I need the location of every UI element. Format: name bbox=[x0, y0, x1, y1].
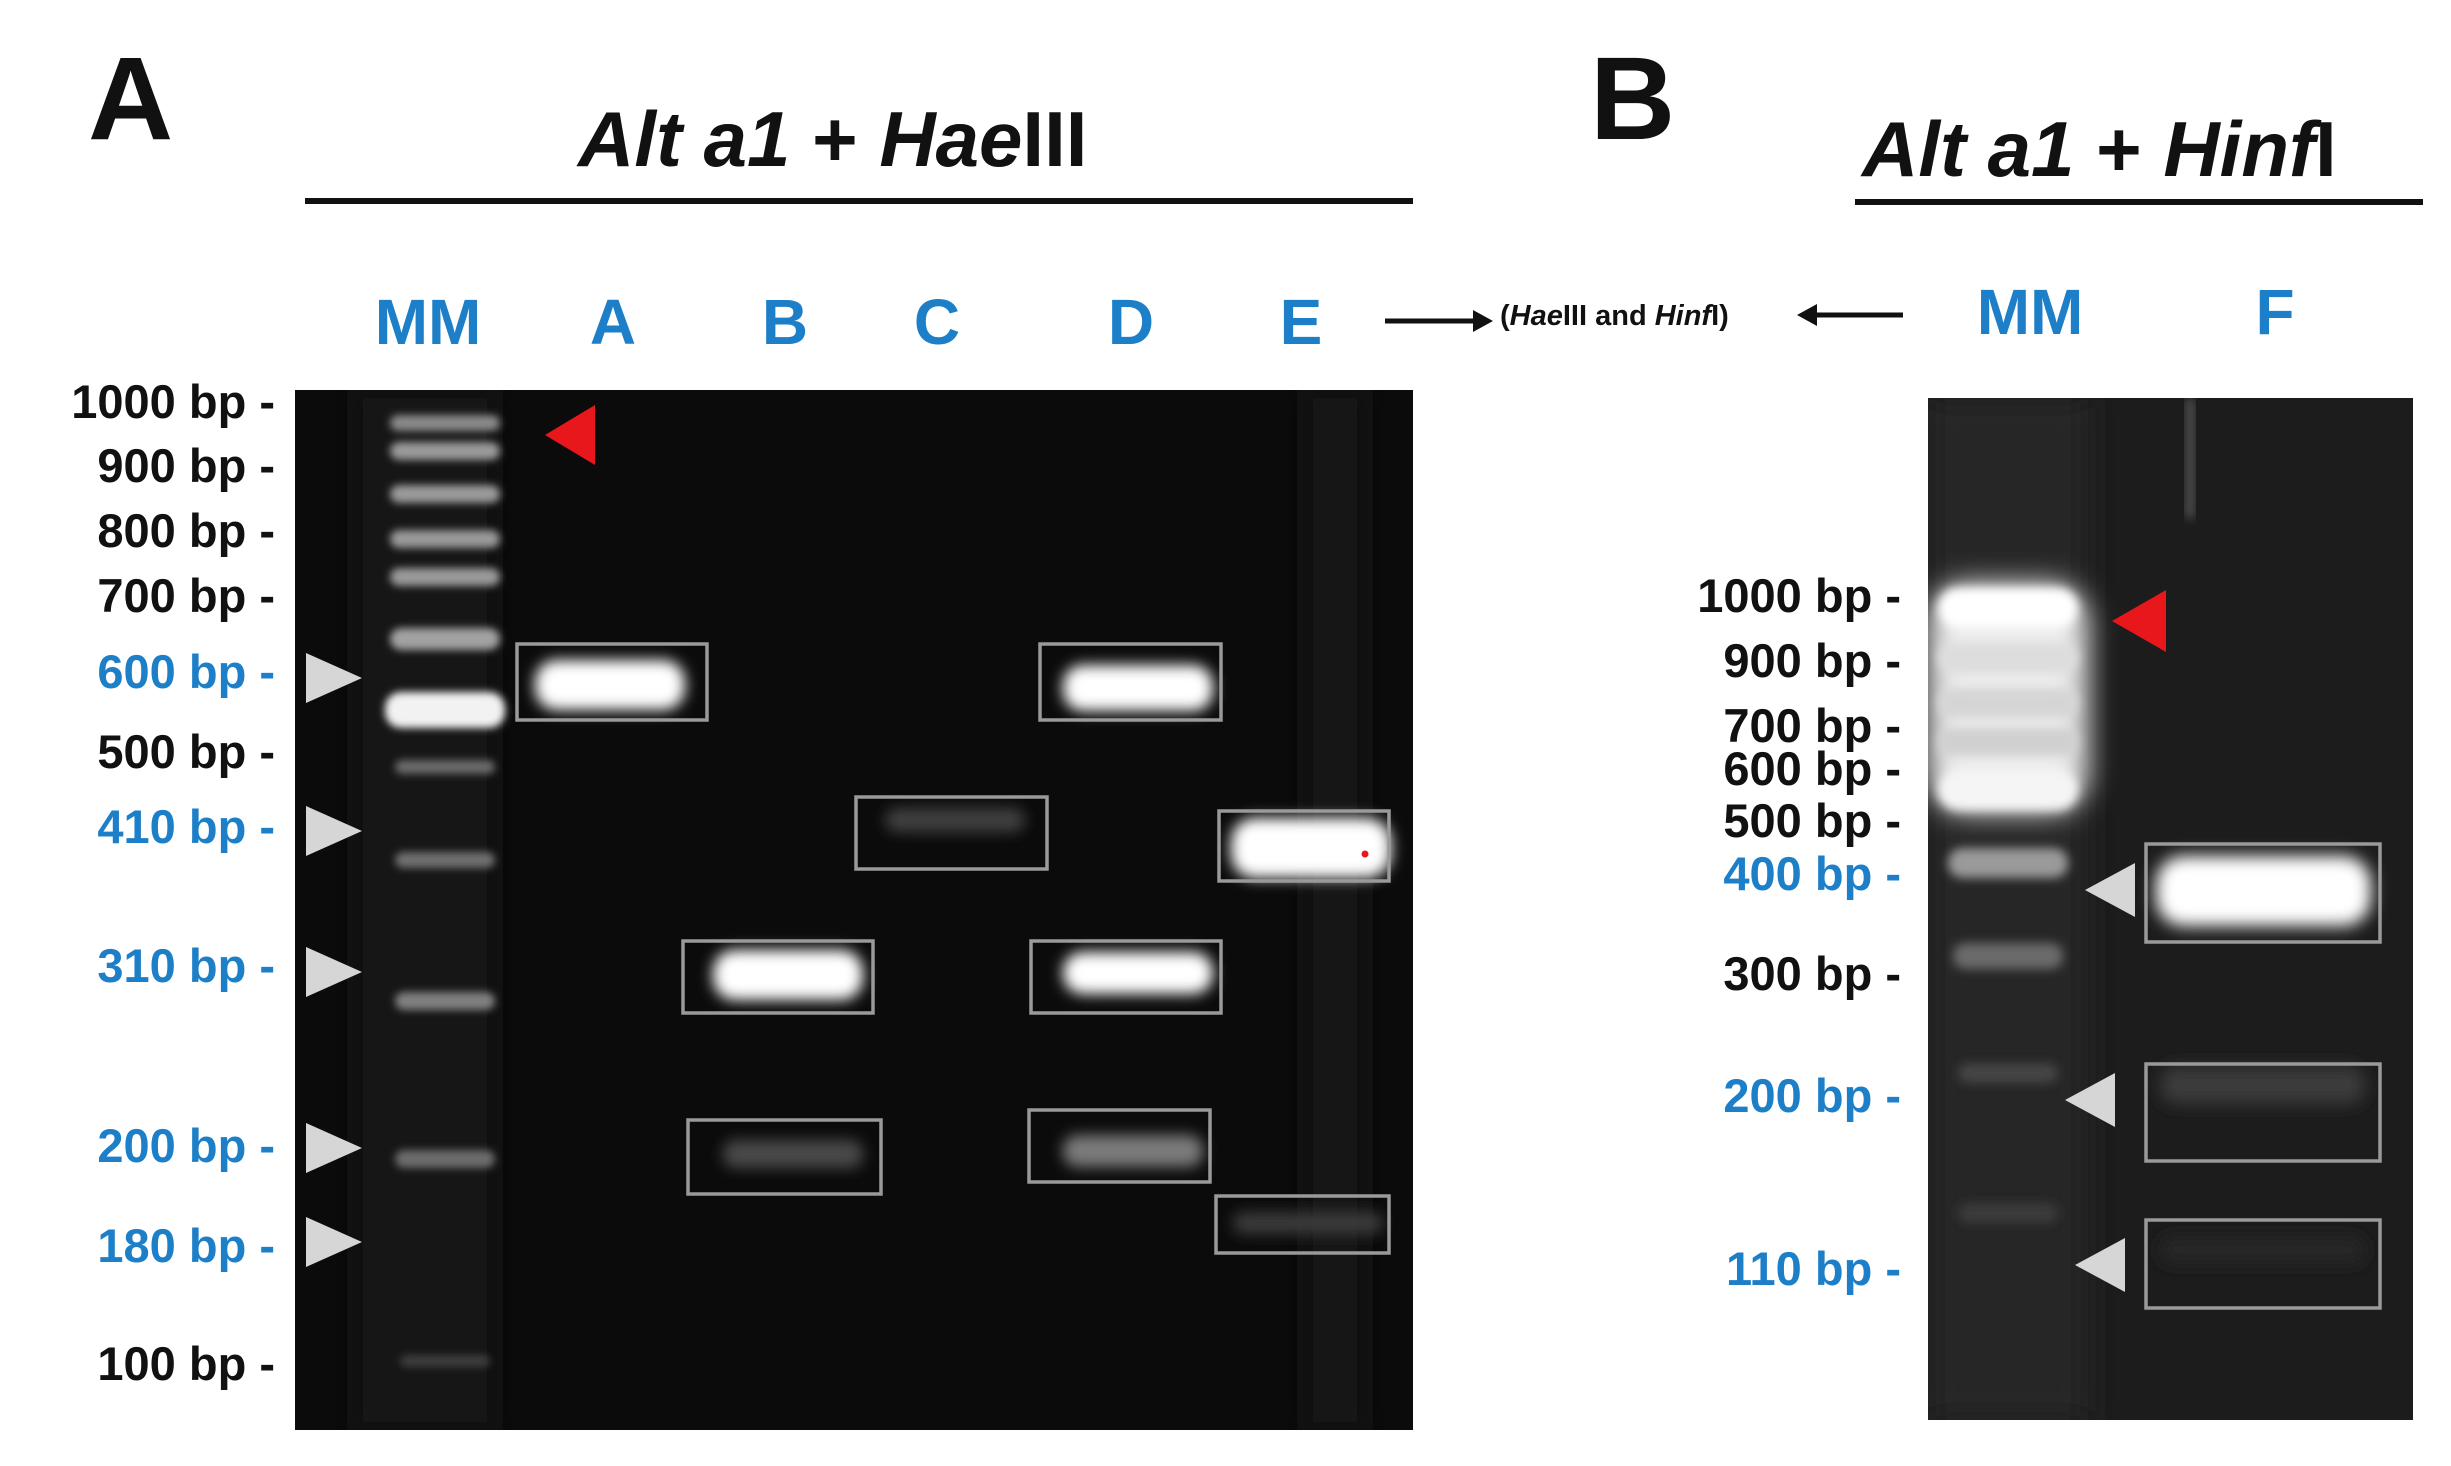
note-enzyme1-suffix: III bbox=[1562, 300, 1588, 332]
panel-a-title: Alt a1 + HaeIII bbox=[578, 100, 1087, 178]
gel-image-b bbox=[1928, 398, 2413, 1420]
band-lane-d-200 bbox=[1063, 1135, 1203, 1167]
box-lane-b-200 bbox=[686, 1118, 883, 1196]
band-lane-f-200 bbox=[2160, 1066, 2365, 1104]
panel-a-title-gene: Alt a1 bbox=[578, 95, 791, 183]
panel-b-title: Alt a1 + HinfI bbox=[1862, 110, 2337, 188]
marker-a-100: 100 bp - bbox=[97, 1337, 275, 1390]
band-lane-c-410 bbox=[885, 808, 1025, 832]
gel-image-a bbox=[295, 390, 1413, 1430]
band-lane-e-410 bbox=[1231, 818, 1391, 878]
white-arrow-a-600 bbox=[306, 653, 362, 703]
lane-label-mm-b: MM bbox=[1976, 276, 2084, 348]
lane-label-f: F bbox=[2255, 276, 2295, 348]
lane-label-d: D bbox=[1107, 286, 1155, 358]
band-boxes-a bbox=[515, 642, 1391, 1255]
panel-b-title-enzyme-suffix: I bbox=[2314, 105, 2337, 193]
panel-a-title-enzyme: Hae bbox=[879, 95, 1023, 183]
marker-a-600: 600 bp - bbox=[97, 645, 275, 698]
band-lane-f-400 bbox=[2156, 856, 2371, 926]
red-arrow-a bbox=[545, 405, 595, 465]
white-arrow-a-180 bbox=[306, 1217, 362, 1267]
white-arrow-b-400 bbox=[2085, 863, 2135, 917]
marker-a-800: 800 bp - bbox=[97, 504, 275, 557]
box-lane-e-410 bbox=[1217, 809, 1391, 883]
note-enzyme2-suffix: I bbox=[1711, 300, 1720, 332]
panel-a-title-enzyme-suffix: III bbox=[1022, 95, 1088, 183]
white-arrow-a-200 bbox=[306, 1123, 362, 1173]
band-lane-b-310 bbox=[713, 950, 863, 1000]
marker-b-700: 700 bp - bbox=[1723, 699, 1901, 752]
box-lane-a-600 bbox=[515, 642, 709, 722]
lane-label-b: B bbox=[761, 286, 809, 358]
panel-a-title-plus: + bbox=[790, 95, 880, 183]
marker-a-900: 900 bp - bbox=[97, 439, 275, 492]
panel-b-letter: B bbox=[1590, 33, 1676, 165]
ladder-b bbox=[1928, 583, 2088, 1223]
marker-a-410: 410 bp - bbox=[97, 800, 275, 853]
box-lane-d-310 bbox=[1029, 939, 1223, 1015]
note-enzyme2: Hinf bbox=[1654, 300, 1712, 332]
arrow-right-icon bbox=[1385, 310, 1493, 332]
band-lane-d-600 bbox=[1063, 665, 1213, 711]
marker-a-310: 310 bp - bbox=[97, 939, 275, 992]
panel-a-letter: A bbox=[88, 33, 174, 165]
band-lane-f-110 bbox=[2160, 1236, 2365, 1264]
white-arrow-a-310 bbox=[306, 947, 362, 997]
box-lane-f-400 bbox=[2144, 842, 2382, 944]
band-lane-d-310 bbox=[1063, 952, 1213, 994]
box-lane-d-200 bbox=[1027, 1108, 1212, 1184]
marker-b-600: 600 bp - bbox=[1723, 742, 1901, 795]
marker-a-180: 180 bp - bbox=[97, 1219, 275, 1272]
box-lane-f-110 bbox=[2144, 1218, 2382, 1310]
marker-a-700: 700 bp - bbox=[97, 569, 275, 622]
marker-b-500: 500 bp - bbox=[1723, 794, 1901, 847]
panel-b-title-plus: + bbox=[2074, 105, 2164, 193]
note-open: ( bbox=[1500, 300, 1510, 332]
white-arrow-b-200 bbox=[2065, 1073, 2115, 1127]
panel-b-title-enzyme: Hinf bbox=[2163, 105, 2315, 193]
enzyme-note: (HaeIII and HinfI) bbox=[1500, 302, 1729, 331]
band-lane-a-600 bbox=[535, 660, 685, 710]
note-close: ) bbox=[1719, 300, 1729, 332]
arrow-left-icon bbox=[1797, 304, 1903, 326]
box-lane-d-600 bbox=[1038, 642, 1223, 722]
marker-a-200: 200 bp - bbox=[97, 1119, 275, 1172]
box-lane-c-410 bbox=[854, 795, 1049, 871]
panel-a-title-rule bbox=[305, 198, 1413, 204]
marker-b-900: 900 bp - bbox=[1723, 634, 1901, 687]
marker-b-110: 110 bp - bbox=[1725, 1242, 1901, 1295]
red-speck bbox=[1361, 850, 1369, 858]
box-lane-e-180 bbox=[1214, 1194, 1391, 1255]
lane-label-a: A bbox=[589, 286, 637, 358]
band-lane-b-200 bbox=[723, 1140, 863, 1168]
note-and: and bbox=[1587, 300, 1655, 332]
lane-label-e: E bbox=[1279, 286, 1323, 358]
white-arrow-a-410 bbox=[306, 806, 362, 856]
note-enzyme1: Hae bbox=[1509, 300, 1563, 332]
panel-b-title-rule bbox=[1855, 199, 2423, 205]
band-lane-e-180 bbox=[1233, 1212, 1383, 1234]
marker-b-200: 200 bp - bbox=[1723, 1069, 1901, 1122]
lane-label-c: C bbox=[913, 286, 961, 358]
red-arrow-b bbox=[2112, 590, 2166, 652]
white-arrow-b-110 bbox=[2075, 1238, 2125, 1292]
marker-a-1000: 1000 bp - bbox=[71, 375, 275, 428]
marker-b-1000: 1000 bp - bbox=[1697, 569, 1901, 622]
box-lane-b-310 bbox=[681, 939, 875, 1015]
box-lane-f-200 bbox=[2144, 1062, 2382, 1163]
panel-b-title-gene: Alt a1 bbox=[1862, 105, 2075, 193]
marker-b-400: 400 bp - bbox=[1723, 847, 1901, 900]
ladder-a bbox=[385, 415, 505, 1367]
marker-b-300: 300 bp - bbox=[1723, 947, 1901, 1000]
band-boxes-b bbox=[2144, 842, 2382, 1310]
lane-label-mm-a: MM bbox=[374, 286, 482, 358]
marker-a-500: 500 bp - bbox=[97, 725, 275, 778]
